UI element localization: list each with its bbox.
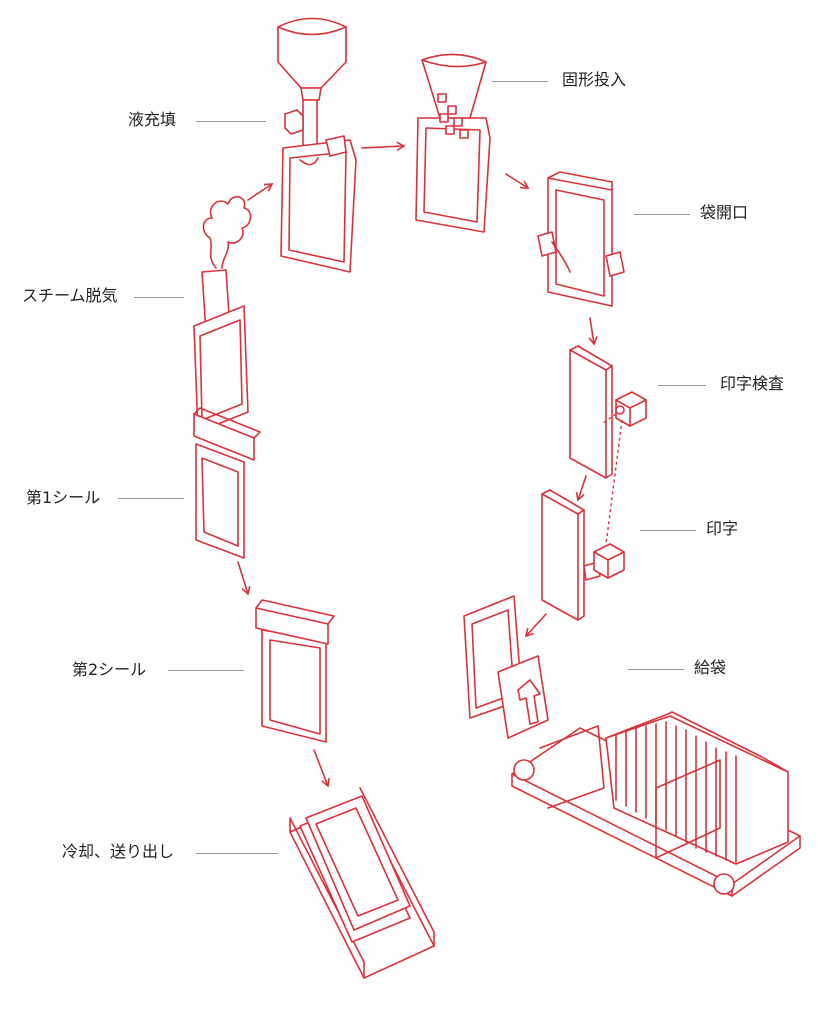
label-cool-discharge: 冷却、送り出し [62,842,175,861]
leader-line [640,530,696,531]
label-bag-open: 袋開口 [700,203,749,222]
leader-line [196,121,266,122]
label-second-seal: 第2シール [72,660,147,679]
leader-line [492,81,548,82]
leader-line [118,498,184,499]
label-print: 印字 [706,519,739,538]
bag-open-station [537,171,625,307]
label-steam-degas: スチーム脱気 [22,286,118,305]
second-seal-station [255,599,335,743]
steam-degas-station [193,196,252,433]
liquid-fill-station [277,17,357,273]
bag-feed-station [463,595,801,897]
solid-fill-station [415,53,491,233]
leader-line [134,297,184,298]
first-seal-station [193,407,261,559]
leader-line [634,214,690,215]
label-print-inspect: 印字検査 [720,374,785,393]
leader-line [196,853,278,854]
label-solid-fill: 固形投入 [562,70,627,89]
leader-line [168,670,244,671]
label-first-seal: 第1シール [26,488,101,507]
leader-line [658,385,706,386]
print-inspect-station [569,345,647,561]
cool-discharge-station [289,787,435,979]
label-bag-feed: 給袋 [694,658,727,677]
print-station [541,489,625,621]
leader-line [628,669,684,670]
label-liquid-fill: 液充填 [128,110,177,129]
flow-arrows [237,141,598,788]
